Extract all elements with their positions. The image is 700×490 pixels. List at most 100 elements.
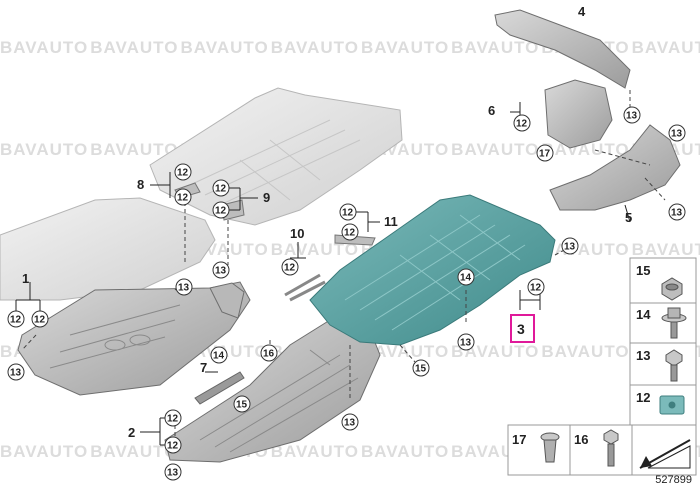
svg-text:15: 15 <box>236 400 248 411</box>
reference-lines <box>21 90 666 440</box>
underbody-panel-highlighted <box>309 194 556 346</box>
part-number-10: 10 <box>290 226 304 241</box>
hex-nut-icon <box>661 277 683 301</box>
part-number-4: 4 <box>578 4 586 19</box>
legend-cell-13 <box>629 342 697 386</box>
fastener-legend: 15 14 13 12 17 16 <box>507 257 697 476</box>
legend-label-15: 15 <box>636 263 650 278</box>
bubble-13: 13 <box>561 237 579 255</box>
bubble-13: 13 <box>175 278 193 296</box>
part-number-1: 1 <box>22 271 29 286</box>
svg-text:13: 13 <box>626 111 638 122</box>
legend-label-16: 16 <box>574 432 588 447</box>
svg-text:12: 12 <box>34 315 46 326</box>
bubble-12: 12 <box>339 203 357 221</box>
legend-cell-16 <box>569 424 633 476</box>
bubble-14: 14 <box>210 346 228 364</box>
underbody-panel-upper-ribs <box>189 119 361 206</box>
bubble-13: 13 <box>212 261 230 279</box>
svg-text:12: 12 <box>167 441 179 452</box>
svg-text:12: 12 <box>177 168 189 179</box>
part-number-7: 7 <box>200 360 207 375</box>
svg-text:13: 13 <box>167 468 179 479</box>
svg-text:13: 13 <box>215 266 227 277</box>
svg-text:12: 12 <box>342 208 354 219</box>
expanding-rivet-icon <box>540 432 560 463</box>
underbody-shield-rear-left <box>164 319 381 463</box>
underbody-shield-front-left-lip <box>209 282 245 319</box>
legend-label-13: 13 <box>636 348 650 363</box>
bubble-13: 13 <box>668 203 686 221</box>
underbody-shield-rear-left-detail <box>199 349 359 453</box>
svg-text:14: 14 <box>213 351 225 362</box>
clip-strip <box>194 371 245 405</box>
legend-cell-17 <box>507 424 571 476</box>
callout-bubbles: 12 12 13 13 12 12 12 12 13 12 12 12 16 1… <box>7 106 686 481</box>
bubble-12: 12 <box>513 114 531 132</box>
svg-text:12: 12 <box>215 206 227 217</box>
svg-text:13: 13 <box>10 368 22 379</box>
legend-label-14: 14 <box>636 307 651 322</box>
hex-bolt-icon <box>603 429 619 467</box>
document-number: 527899 <box>655 474 692 486</box>
bubble-12: 12 <box>527 278 545 296</box>
svg-text:13: 13 <box>344 418 356 429</box>
svg-text:12: 12 <box>10 315 22 326</box>
part-number-8: 8 <box>137 177 144 192</box>
svg-text:12: 12 <box>530 283 542 294</box>
underbody-shield-front-left <box>17 281 251 396</box>
bubble-12: 12 <box>341 223 359 241</box>
svg-text:15: 15 <box>415 364 427 375</box>
bubble-16: 16 <box>260 344 278 362</box>
bubble-12: 12 <box>281 258 299 276</box>
svg-text:17: 17 <box>539 149 551 160</box>
bubble-12: 12 <box>164 436 182 454</box>
strip-pair <box>284 273 326 302</box>
bubble-12: 12 <box>7 310 25 328</box>
svg-text:12: 12 <box>177 193 189 204</box>
part-number-11: 11 <box>384 214 398 229</box>
part-number-9: 9 <box>263 190 270 205</box>
bubble-15: 15 <box>233 395 251 413</box>
bubble-12: 12 <box>174 188 192 206</box>
part-number-5: 5 <box>625 210 632 225</box>
svg-text:14: 14 <box>460 273 472 284</box>
direction-arrow-icon <box>639 439 691 469</box>
legend-label-17: 17 <box>512 432 526 447</box>
flange-screw-icon <box>661 307 687 339</box>
bubble-12: 12 <box>212 179 230 197</box>
part-number-3-highlight <box>510 314 535 343</box>
bubble-12: 12 <box>174 163 192 181</box>
legend-cell-15 <box>629 257 697 304</box>
underbody-shield-front-left-detail <box>49 304 181 369</box>
underbody-panel-highlighted-ribs <box>344 214 526 331</box>
bubble-12: 12 <box>164 409 182 427</box>
part-number-3: 3 <box>517 321 525 337</box>
bubble-12: 12 <box>212 201 230 219</box>
svg-text:12: 12 <box>344 228 356 239</box>
bubble-13: 13 <box>7 363 25 381</box>
svg-text:16: 16 <box>263 349 275 360</box>
svg-text:13: 13 <box>460 338 472 349</box>
hex-screw-icon <box>665 349 683 382</box>
svg-text:12: 12 <box>167 414 179 425</box>
bubble-15: 15 <box>412 359 430 377</box>
svg-text:12: 12 <box>215 184 227 195</box>
bubble-17: 17 <box>536 144 554 162</box>
air-duct <box>549 124 681 211</box>
bracket-box <box>544 79 613 149</box>
underbody-panel-upper <box>149 87 403 226</box>
bubble-12: 12 <box>31 310 49 328</box>
heat-shield-top <box>494 9 631 89</box>
bubble-13: 13 <box>341 413 359 431</box>
svg-text:13: 13 <box>178 283 190 294</box>
svg-text:13: 13 <box>564 242 576 253</box>
part-number-6: 6 <box>488 103 495 118</box>
part-number-2: 2 <box>128 425 135 440</box>
bubble-13: 13 <box>623 106 641 124</box>
bubble-13: 13 <box>457 333 475 351</box>
legend-label-12: 12 <box>636 390 650 405</box>
svg-text:12: 12 <box>516 119 528 130</box>
bubble-13: 13 <box>164 463 182 481</box>
